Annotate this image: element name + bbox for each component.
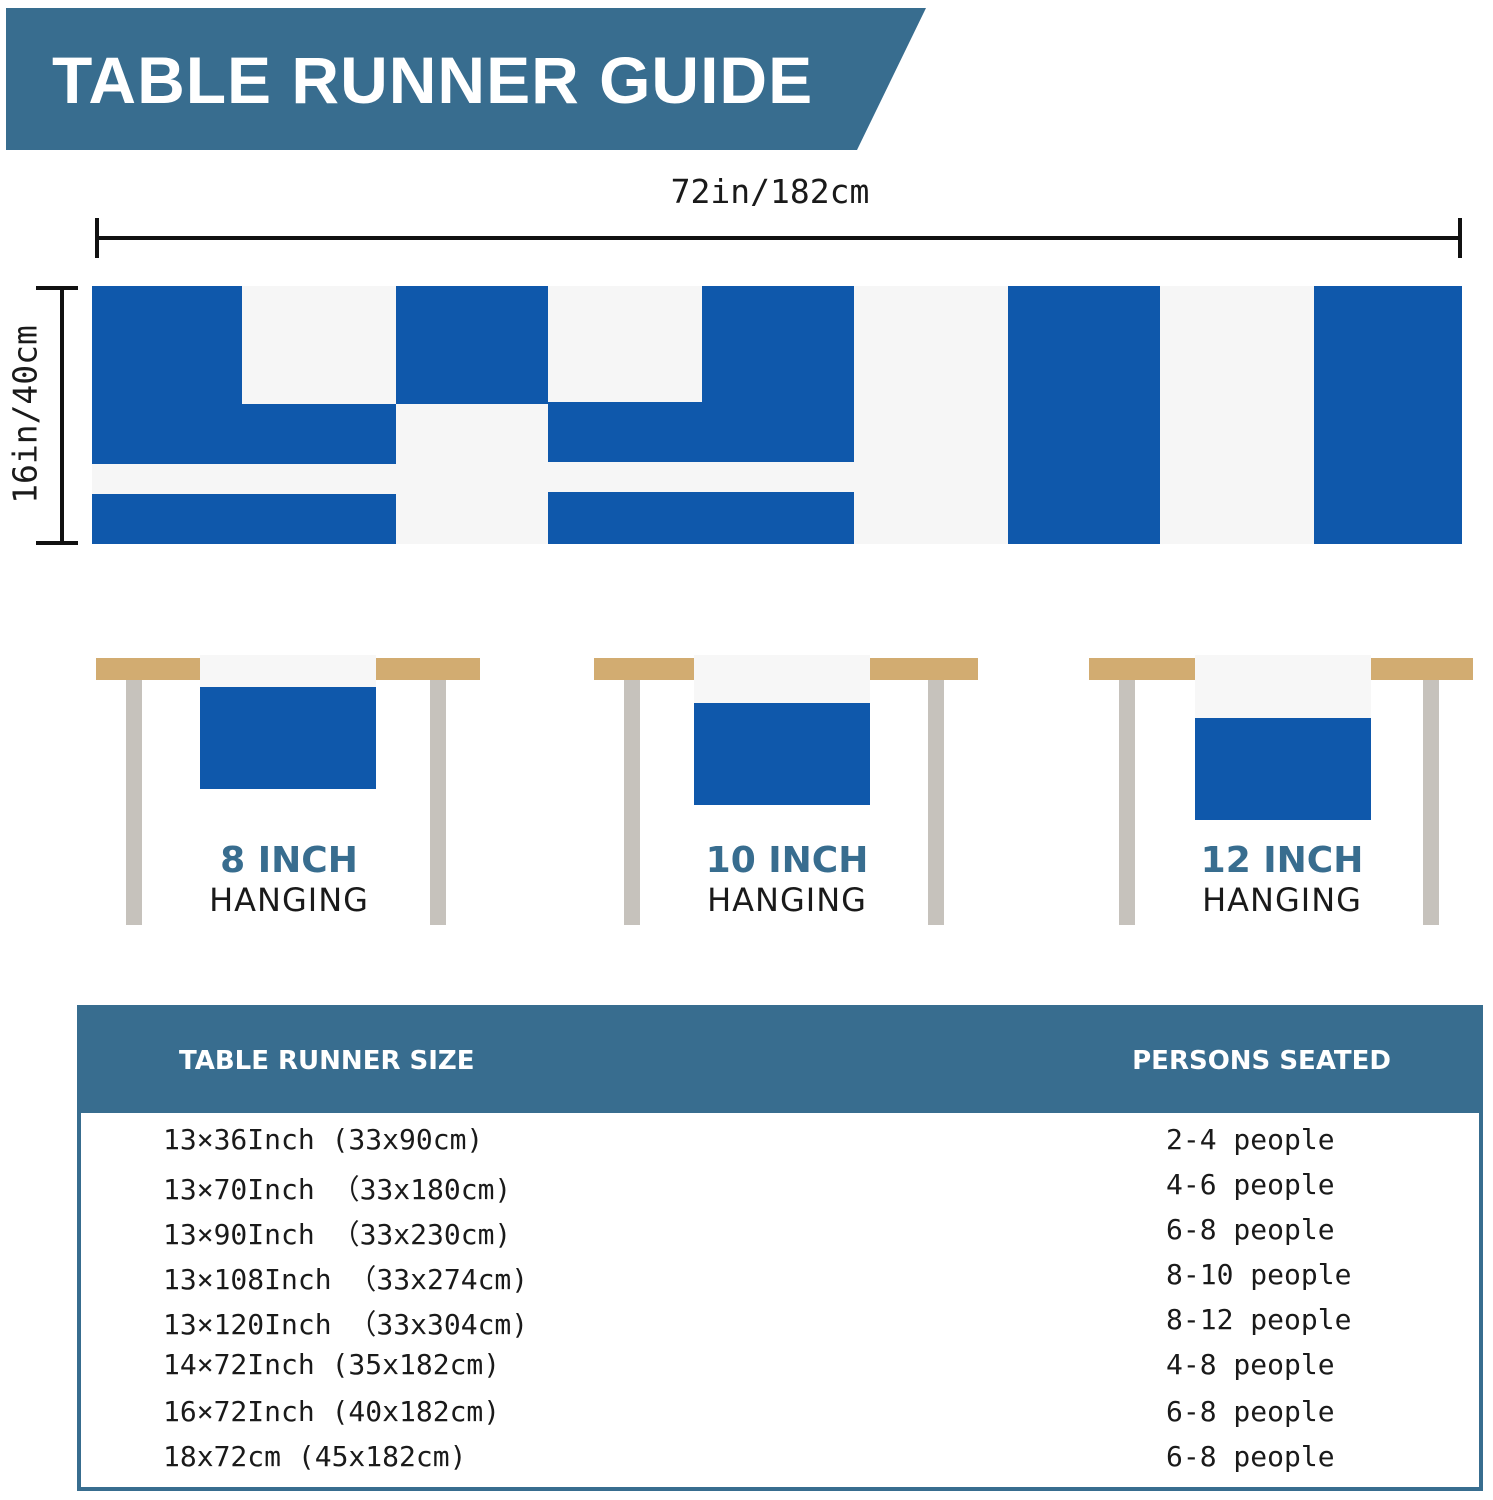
height-dimension-cap-top	[36, 286, 78, 290]
hanging-word: HANGING	[1202, 881, 1362, 919]
size-cell: 13×108Inch （33x274cm)	[163, 1263, 529, 1296]
table-runner-pattern	[92, 286, 1462, 544]
persons-cell: 4-8 people	[1166, 1348, 1335, 1381]
persons-cell: 6-8 people	[1166, 1213, 1335, 1246]
hanging-illustration-10: 10 INCH HANGING	[592, 655, 982, 930]
hanging-size: 8 INCH	[220, 840, 358, 881]
runner-pattern-block	[1314, 286, 1462, 544]
table-row: 13×36Inch (33x90cm) 2-4 people	[81, 1123, 1479, 1163]
runner-pattern-block	[548, 492, 854, 544]
table-row: 16×72Inch (40x182cm) 6-8 people	[81, 1395, 1479, 1435]
width-dimension-cap-right	[1458, 218, 1462, 258]
table-row: 13×120Inch （33x304cm) 8-12 people	[81, 1303, 1479, 1343]
column-header-persons: PERSONS SEATED	[1132, 1046, 1391, 1076]
table-row: 13×90Inch （33x230cm) 6-8 people	[81, 1213, 1479, 1253]
persons-cell: 6-8 people	[1166, 1395, 1335, 1428]
width-dimension-line	[97, 236, 1461, 240]
title-banner	[6, 8, 926, 150]
persons-cell: 8-10 people	[1166, 1258, 1352, 1291]
page-title: TABLE RUNNER GUIDE	[52, 43, 814, 117]
persons-cell: 4-6 people	[1166, 1168, 1335, 1201]
table-row: 14×72Inch (35x182cm) 4-8 people	[81, 1348, 1479, 1388]
runner-drape-blue	[694, 703, 870, 805]
table-leg	[430, 680, 446, 925]
size-cell: 16×72Inch (40x182cm)	[163, 1395, 501, 1428]
hanging-size: 10 INCH	[705, 840, 869, 881]
height-dimension-line	[60, 288, 64, 544]
persons-cell: 8-12 people	[1166, 1303, 1352, 1336]
size-cell: 13×120Inch （33x304cm)	[163, 1308, 529, 1341]
hanging-word: HANGING	[707, 881, 867, 919]
width-dimension-label: 72in/182cm	[670, 172, 870, 211]
hanging-illustration-12: 12 INCH HANGING	[1087, 655, 1477, 930]
hanging-word: HANGING	[209, 881, 369, 919]
height-dimension-cap-bottom	[36, 541, 78, 545]
runner-pattern-block	[1008, 286, 1160, 544]
table-row: 18x72cm (45x182cm) 6-8 people	[81, 1440, 1479, 1480]
height-dimension-label: 16in/40cm	[5, 325, 45, 504]
hanging-label-8: 8 INCH HANGING	[94, 840, 484, 920]
runner-drape-blue	[200, 687, 376, 789]
persons-cell: 2-4 people	[1166, 1123, 1335, 1156]
width-dimension-cap-left	[95, 218, 99, 258]
runner-pattern-block	[396, 286, 548, 404]
table-row: 13×108Inch （33x274cm) 8-10 people	[81, 1258, 1479, 1298]
runner-drape-blue	[1195, 718, 1371, 820]
table-leg	[624, 680, 640, 925]
column-header-size: TABLE RUNNER SIZE	[179, 1046, 475, 1076]
size-cell: 13×90Inch （33x230cm)	[163, 1218, 512, 1251]
size-table: TABLE RUNNER SIZE PERSONS SEATED 13×36In…	[77, 1005, 1483, 1491]
table-leg	[126, 680, 142, 925]
table-leg	[1423, 680, 1439, 925]
size-table-header: TABLE RUNNER SIZE PERSONS SEATED	[81, 1009, 1479, 1113]
table-row: 13×70Inch （33x180cm) 4-6 people	[81, 1168, 1479, 1208]
hanging-label-10: 10 INCH HANGING	[592, 840, 982, 920]
hanging-size: 12 INCH	[1200, 840, 1364, 881]
size-cell: 18x72cm (45x182cm)	[163, 1440, 467, 1473]
size-cell: 13×36Inch (33x90cm)	[163, 1123, 484, 1156]
size-cell: 13×70Inch （33x180cm)	[163, 1173, 512, 1206]
hanging-label-12: 12 INCH HANGING	[1087, 840, 1477, 920]
persons-cell: 6-8 people	[1166, 1440, 1335, 1473]
runner-pattern-block	[92, 404, 396, 464]
runner-pattern-block	[92, 494, 396, 544]
table-leg	[1119, 680, 1135, 925]
hanging-illustration-8: 8 INCH HANGING	[94, 655, 484, 930]
table-leg	[928, 680, 944, 925]
size-cell: 14×72Inch (35x182cm)	[163, 1348, 501, 1381]
runner-pattern-block	[702, 286, 854, 462]
